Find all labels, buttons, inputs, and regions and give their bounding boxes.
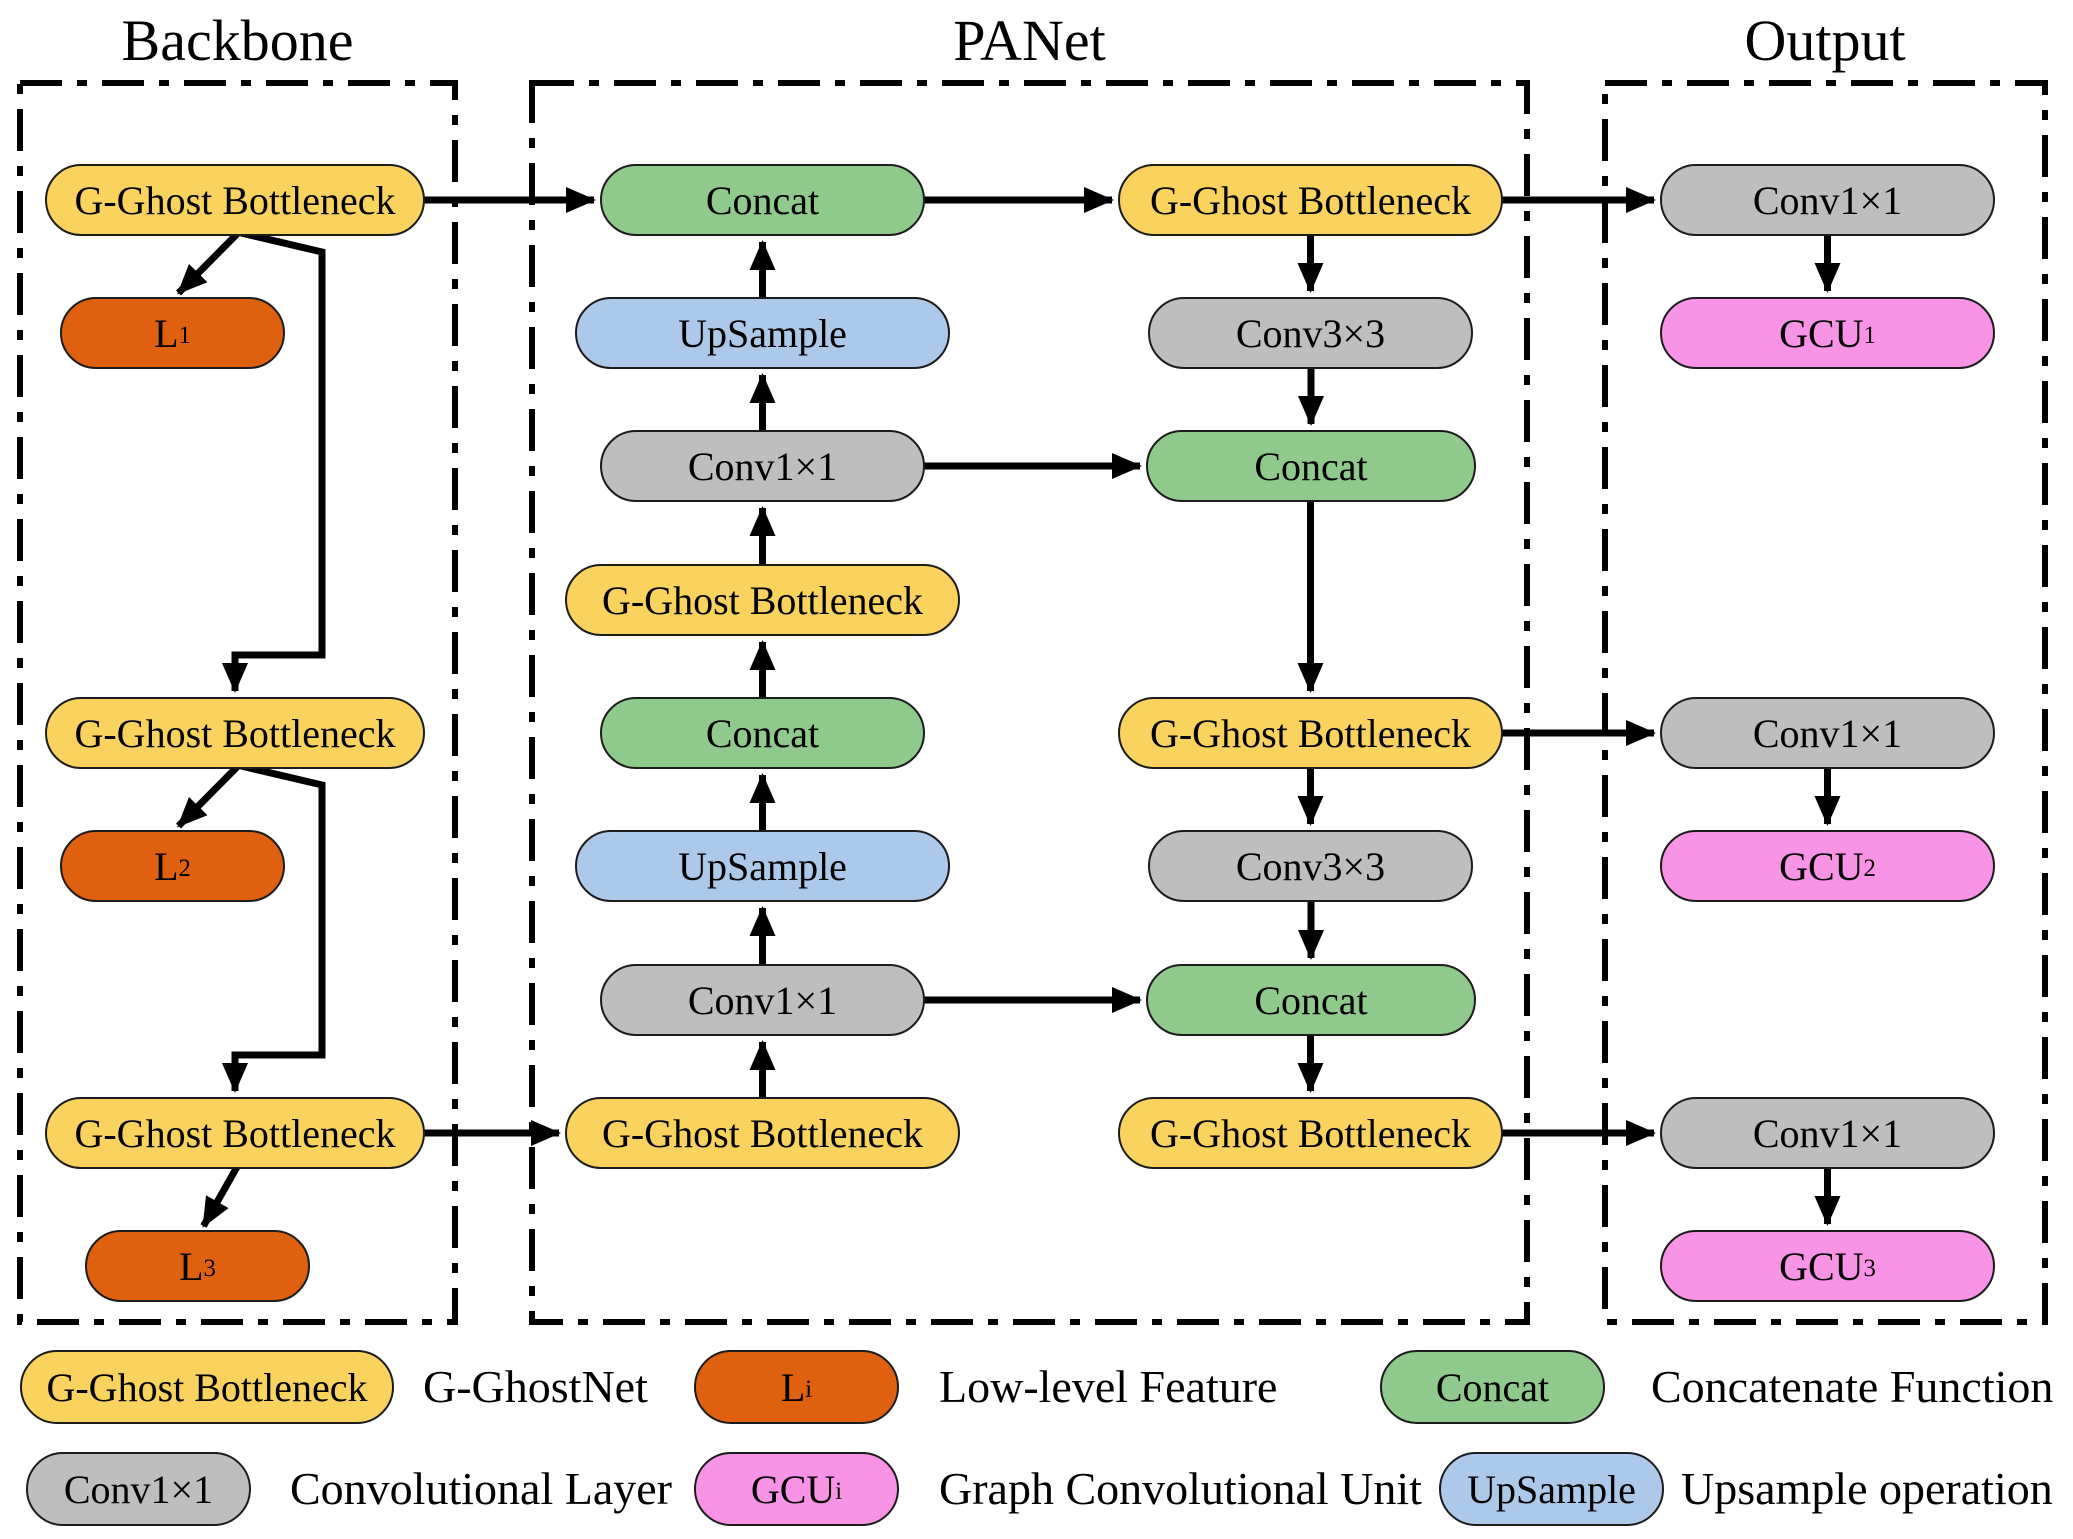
- node-pa-conv3-2: Conv3×3: [1148, 830, 1473, 902]
- legend-desc-2: Low-level Feature: [939, 1361, 1278, 1412]
- output-box: [1602, 80, 2048, 1325]
- edge-bb-ggb-1-to-bb-l1: [176, 231, 240, 296]
- legend-desc-1: G-GhostNet: [423, 1361, 648, 1412]
- node-out-conv1-3: Conv1×1: [1660, 1097, 1995, 1169]
- node-label: G-Ghost Bottleneck: [1149, 710, 1472, 756]
- node-pa-upsample-1: UpSample: [575, 297, 950, 369]
- node-pa-conv1-1: Conv1×1: [600, 430, 925, 502]
- node-pa-conv3-1: Conv3×3: [1148, 297, 1473, 369]
- node-label: Concat: [1254, 443, 1368, 489]
- node-label: Conv1×1: [1752, 1110, 1903, 1156]
- legend-pill-blue: UpSample: [1439, 1452, 1664, 1526]
- node-out-conv1-2: Conv1×1: [1660, 697, 1995, 769]
- legend-desc-4: Convolutional Layer: [290, 1463, 672, 1514]
- output-title: Output: [1744, 8, 1906, 73]
- node-label: Conv3×3: [1235, 843, 1386, 889]
- legend-pill-green: Concat: [1380, 1350, 1605, 1424]
- node-label: Conv1×1: [1752, 710, 1903, 756]
- panet-title: PANet: [953, 8, 1106, 73]
- node-label: Concat: [1254, 977, 1368, 1023]
- edge-bb-ggb-2-to-bb-l2: [176, 764, 240, 829]
- node-pa-concat-2: Concat: [600, 697, 925, 769]
- node-out-conv1-1: Conv1×1: [1660, 164, 1995, 236]
- node-label: Conv1×1: [1752, 177, 1903, 223]
- legend-pill-label: UpSample: [1467, 1466, 1636, 1512]
- legend-pill-label: Concat: [1435, 1364, 1550, 1410]
- backbone-box: [17, 80, 458, 1325]
- legend-pill-label: Conv1×1: [63, 1466, 214, 1512]
- node-label: G-Ghost Bottleneck: [74, 1110, 396, 1156]
- node-pa-ggb-m2: G-Ghost Bottleneck: [565, 1097, 960, 1169]
- node-pa-upsample-2: UpSample: [575, 830, 950, 902]
- node-label: G-Ghost Bottleneck: [74, 177, 396, 223]
- legend-pill-label: G-Ghost Bottleneck: [46, 1364, 368, 1410]
- node-label: G-Ghost Bottleneck: [1149, 177, 1472, 223]
- node-label: GCU: [1779, 843, 1864, 889]
- node-label: UpSample: [678, 843, 847, 889]
- node-label: L: [154, 843, 179, 889]
- node-bb-ggb-3: G-Ghost Bottleneck: [45, 1097, 425, 1169]
- node-label: Conv3×3: [1235, 310, 1386, 356]
- node-pa-conv1-2: Conv1×1: [600, 964, 925, 1036]
- node-pa-concat-r2: Concat: [1146, 964, 1476, 1036]
- node-pa-concat-r1: Concat: [1146, 430, 1476, 502]
- node-pa-ggb-r2: G-Ghost Bottleneck: [1118, 697, 1503, 769]
- node-label: G-Ghost Bottleneck: [601, 1110, 924, 1156]
- legend-desc-6: Upsample operation: [1681, 1463, 2053, 1514]
- legend-pill-label: L: [780, 1364, 806, 1410]
- edge-bb-ggb-1-to-bb-ggb-2: [222, 228, 326, 693]
- legend-desc-3: Concatenate Function: [1651, 1361, 2054, 1412]
- node-pa-ggb-m1: G-Ghost Bottleneck: [565, 564, 960, 636]
- node-label: G-Ghost Bottleneck: [601, 577, 924, 623]
- node-label: Conv1×1: [687, 443, 838, 489]
- node-label: Conv1×1: [687, 977, 838, 1023]
- node-bb-ggb-2: G-Ghost Bottleneck: [45, 697, 425, 769]
- node-label: UpSample: [678, 310, 847, 356]
- node-pa-ggb-r3: G-Ghost Bottleneck: [1118, 1097, 1503, 1169]
- node-pa-concat-1: Concat: [600, 164, 925, 236]
- edge-bb-ggb-2-to-bb-ggb-3: [222, 761, 326, 1093]
- node-label: Concat: [705, 177, 820, 223]
- node-label: GCU: [1779, 1243, 1864, 1289]
- edges: [176, 187, 1841, 1228]
- node-label: G-Ghost Bottleneck: [1149, 1110, 1472, 1156]
- node-label: G-Ghost Bottleneck: [74, 710, 396, 756]
- node-label: L: [179, 1243, 204, 1289]
- backbone-title: Backbone: [121, 8, 354, 73]
- node-label: L: [154, 310, 179, 356]
- legend-pill-label: GCU: [750, 1466, 836, 1512]
- legend-pill-yellow: G-Ghost Bottleneck: [20, 1350, 394, 1424]
- legend-pill-gray: Conv1×1: [26, 1452, 251, 1526]
- legend-desc-5: Graph Convolutional Unit: [939, 1463, 1422, 1514]
- node-bb-ggb-1: G-Ghost Bottleneck: [45, 164, 425, 236]
- edge-bb-ggb-3-to-bb-l3: [200, 1165, 241, 1228]
- node-label: Concat: [705, 710, 820, 756]
- node-label: GCU: [1779, 310, 1864, 356]
- node-pa-ggb-r1: G-Ghost Bottleneck: [1118, 164, 1503, 236]
- panet-box: [529, 80, 1530, 1325]
